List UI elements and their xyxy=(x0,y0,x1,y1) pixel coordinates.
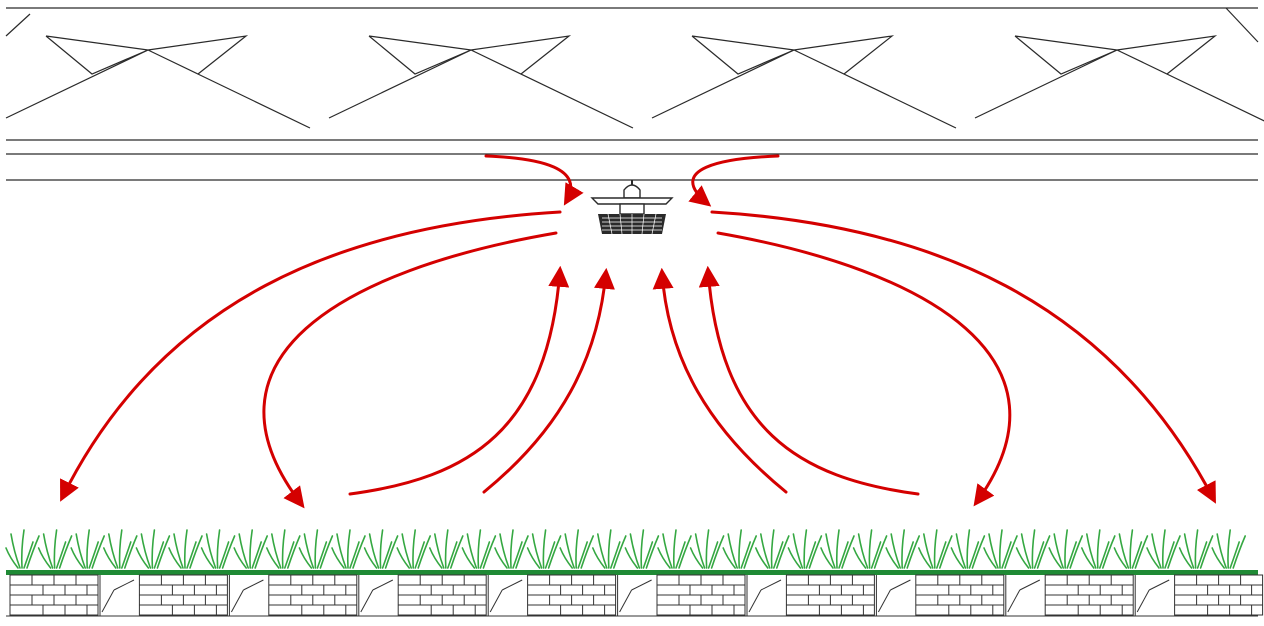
truss-edge-right xyxy=(1225,7,1259,43)
grass-tuft xyxy=(624,529,660,569)
outflow-arrow-far-left xyxy=(60,210,562,502)
truss-edge-left xyxy=(5,13,31,37)
grass-tuft xyxy=(396,529,431,569)
brick-block xyxy=(915,574,1041,616)
grass-tuft xyxy=(200,529,236,569)
brick-block xyxy=(1044,574,1170,616)
grass-tuft xyxy=(950,529,986,569)
grass-tuft xyxy=(1211,529,1246,569)
grass-tuft xyxy=(722,529,757,569)
intake-arrow-right xyxy=(688,154,780,207)
return-arrow-right-inner xyxy=(652,267,788,494)
roof-truss xyxy=(651,35,957,129)
grass-tuft xyxy=(787,529,823,569)
roof-trusses xyxy=(5,7,1264,129)
grass-tuft xyxy=(5,529,40,569)
grass-tuft xyxy=(1015,529,1051,569)
grass-tuft xyxy=(37,529,73,569)
grass-tuft xyxy=(266,529,301,569)
grass-tuft xyxy=(1081,529,1116,569)
roof-truss xyxy=(328,35,634,129)
grass-tuft xyxy=(298,529,334,569)
grass-tuft xyxy=(70,529,105,569)
grass-tuft xyxy=(1146,529,1181,569)
brick-foundation xyxy=(6,574,1264,617)
return-arrow-left-inner xyxy=(482,267,615,494)
ground-line xyxy=(6,570,1258,575)
grass-tuft xyxy=(885,529,920,569)
brick-block xyxy=(1174,574,1264,616)
grass-tuft xyxy=(755,529,790,569)
grass-tuft xyxy=(461,529,497,569)
ceiling-fan-icon xyxy=(590,180,674,235)
grass-tuft xyxy=(689,529,725,569)
grass-tuft xyxy=(526,529,562,569)
outflow-arrow-far-right xyxy=(710,210,1216,504)
grass-tuft xyxy=(559,529,594,569)
grass-tuft xyxy=(363,529,399,569)
return-arrow-left-outer xyxy=(348,265,570,496)
roof-truss xyxy=(5,35,311,129)
outflow-arrow-left xyxy=(262,231,558,509)
grass-tuft xyxy=(1178,529,1214,569)
grass-tuft xyxy=(657,529,692,569)
intake-arrow-left xyxy=(484,154,584,206)
grass-tuft xyxy=(429,529,464,569)
grass-tuft xyxy=(331,529,366,569)
roof-truss xyxy=(974,35,1264,122)
grass-row xyxy=(5,529,1246,569)
grass-tuft xyxy=(168,529,203,569)
grass-tuft xyxy=(494,529,529,569)
roof-structure xyxy=(5,7,1264,181)
grass-tuft xyxy=(233,529,268,569)
grass-tuft xyxy=(983,529,1018,569)
brick-block xyxy=(268,574,394,616)
brick-block xyxy=(397,574,523,616)
brick-block xyxy=(527,574,652,616)
brick-block xyxy=(656,574,782,616)
grass-tuft xyxy=(135,529,171,569)
grass-tuft xyxy=(103,529,138,569)
brick-block xyxy=(138,574,264,616)
grass-tuft xyxy=(852,529,888,569)
grass-tuft xyxy=(592,529,627,569)
brick-block xyxy=(9,574,135,616)
airflow-arrows xyxy=(60,154,1216,509)
brick-block xyxy=(785,574,911,616)
grass-tuft xyxy=(918,529,953,569)
grass-tuft xyxy=(1048,529,1083,569)
return-arrow-right-outer xyxy=(698,265,920,496)
grass-tuft xyxy=(1113,529,1149,569)
grass-tuft xyxy=(820,529,855,569)
outflow-arrow-right xyxy=(716,231,1012,507)
